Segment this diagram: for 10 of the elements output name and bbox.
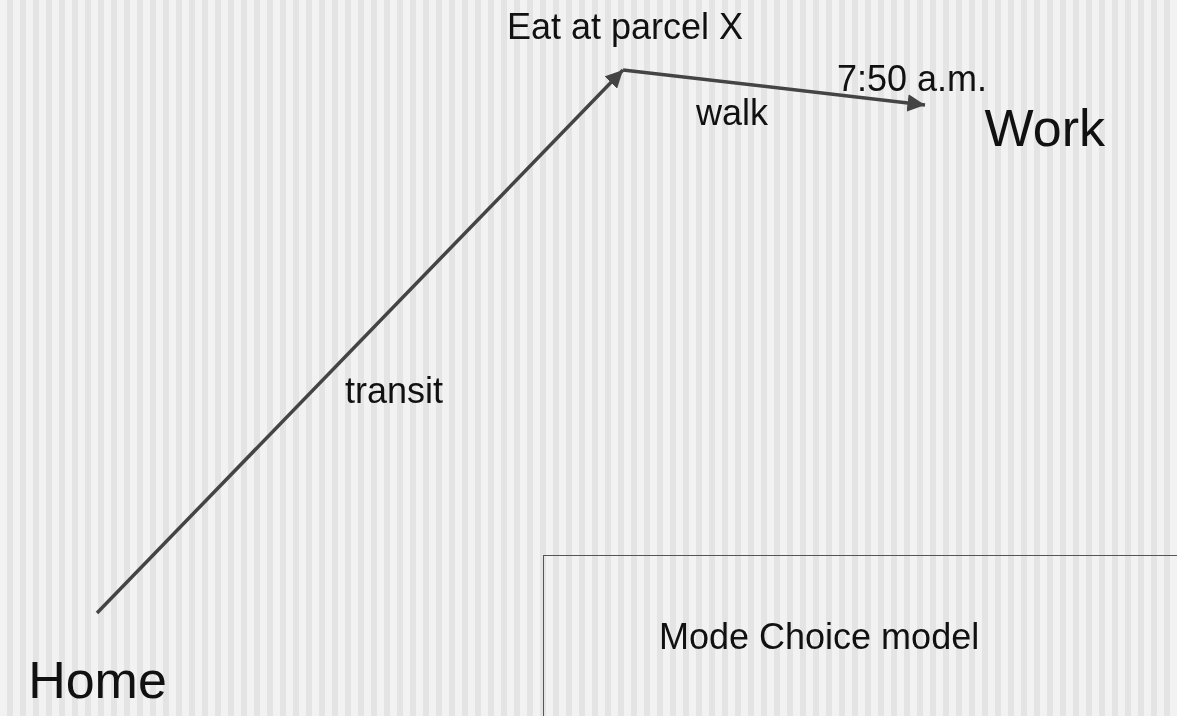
box-title: Mode Choice model xyxy=(659,616,980,658)
edge-label: walk xyxy=(696,92,769,134)
arrow xyxy=(95,68,625,615)
model-box xyxy=(543,555,1177,716)
edge-label: transit xyxy=(345,370,444,412)
time-label: 7:50 a.m. xyxy=(837,58,988,100)
arrow xyxy=(622,68,926,112)
place-label: Home xyxy=(28,650,167,710)
place-label: Work xyxy=(984,98,1105,158)
place-label: Eat at parcel X xyxy=(506,6,744,48)
